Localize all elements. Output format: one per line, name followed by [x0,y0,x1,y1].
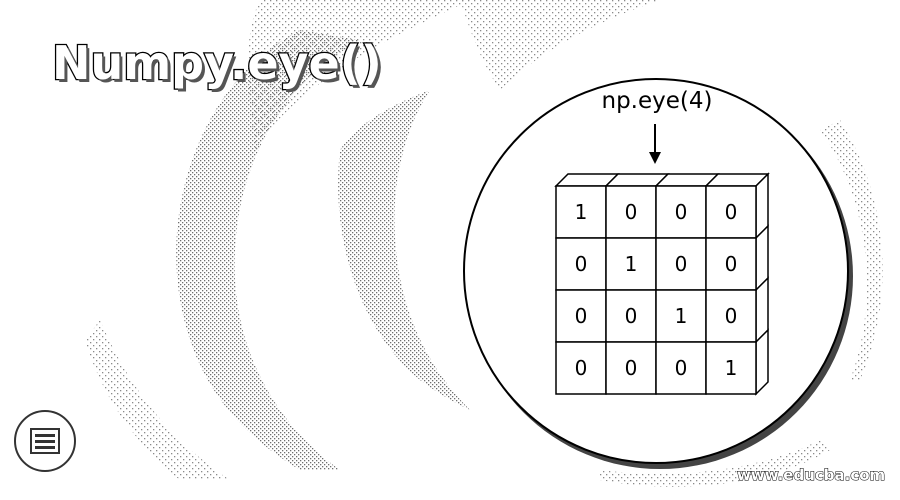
matrix-cell-value: 0 [674,252,688,276]
logo-bar-middle [35,440,55,443]
swirl-arc-mid [338,90,470,410]
matrix-cell-value: 0 [624,356,638,380]
cube-side-face [755,328,769,396]
identity-matrix-grid [554,172,770,396]
website-url: www.educba.com [736,466,886,485]
matrix-cell-value: 0 [574,356,588,380]
swirl-arc-bottom-right [600,440,830,487]
swirl-arc-right [820,120,883,380]
down-arrow-shaft [654,124,656,154]
matrix-cell-value: 0 [724,200,738,224]
swirl-arc-top-right [460,0,660,90]
swirl-arc-left [176,30,360,470]
matrix-cell-value: 1 [724,356,738,380]
educba-logo-icon [14,410,76,472]
matrix-cell [705,341,757,395]
swirl-arc-top [248,0,470,150]
matrix-cell-value: 0 [624,200,638,224]
logo-bar-bottom [35,446,55,449]
matrix-cell-value: 0 [724,304,738,328]
matrix-cell-value: 0 [574,304,588,328]
matrix-cell-value: 0 [674,200,688,224]
matrix-cell-value: 0 [574,252,588,276]
matrix-cell-value: 0 [724,252,738,276]
logo-box-shape [30,428,60,454]
swirl-arc-bottom [85,320,230,480]
function-label: np.eye(4) [601,88,713,114]
matrix-cell-value: 1 [624,252,638,276]
matrix-cell-value: 0 [624,304,638,328]
matrix-cell-value: 0 [674,356,688,380]
matrix-cell-value: 1 [674,304,688,328]
page-title: Numpy.eye() [51,35,383,92]
down-arrow-icon [649,152,661,164]
matrix-cell-value: 1 [574,200,588,224]
logo-bar-top [35,434,55,437]
